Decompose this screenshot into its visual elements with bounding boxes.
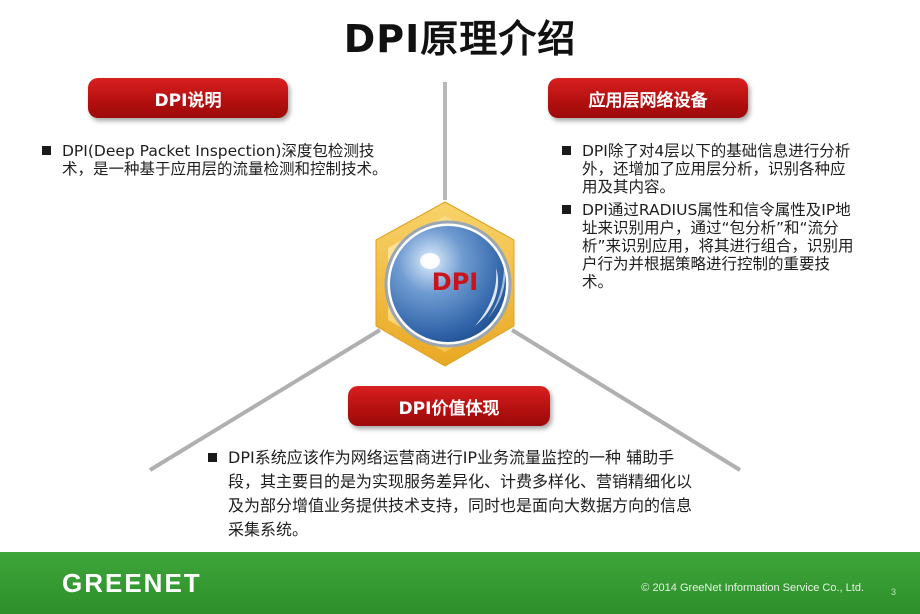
dpi-description-header: DPI说明 [88,78,288,118]
dpi-description-header-label: DPI说明 [154,90,222,111]
list-item: DPI系统应该作为网络运营商进行IP业务流量监控的一种 辅助手段，其主要目的是为… [204,446,704,542]
list-item: DPI(Deep Packet Inspection)深度包检测技术，是一种基于… [38,142,400,178]
left-text-block: DPI(Deep Packet Inspection)深度包检测技术，是一种基于… [38,142,400,183]
page-number: 3 [890,587,896,597]
bullet-square-icon [562,205,571,214]
bullet-square-icon [562,146,571,155]
application-layer-device-header: 应用层网络设备 [548,78,748,118]
connector-left [148,328,382,472]
dpi-value-header-label: DPI价值体现 [398,398,500,419]
application-layer-device-header-label: 应用层网络设备 [588,90,708,111]
page-title: DPI原理介绍 [343,17,577,61]
list-item: DPI通过RADIUS属性和信令属性及IP地址来识别用户，通过“包分析”和“流分… [558,201,858,291]
right-text-block: DPI除了对4层以下的基础信息进行分析外，还增加了应用层分析，识别各种应用及其内… [558,142,858,296]
greenet-logo: GREENET [62,568,202,598]
copyright-text: © 2014 GreeNet Information Service Co., … [641,582,864,594]
bullet-square-icon [208,453,217,462]
dpi-hexagon-graphic: DPI [375,201,515,367]
dpi-value-header: DPI价值体现 [348,386,550,426]
bullet-square-icon [42,146,51,155]
footer-bar: GREENET © 2014 GreeNet Information Servi… [0,552,920,614]
bottom-text-block: DPI系统应该作为网络运营商进行IP业务流量监控的一种 辅助手段，其主要目的是为… [204,446,704,547]
dpi-center-label: DPI [432,268,478,296]
list-item: DPI除了对4层以下的基础信息进行分析外，还增加了应用层分析，识别各种应用及其内… [558,142,858,196]
connector-right [510,328,742,472]
